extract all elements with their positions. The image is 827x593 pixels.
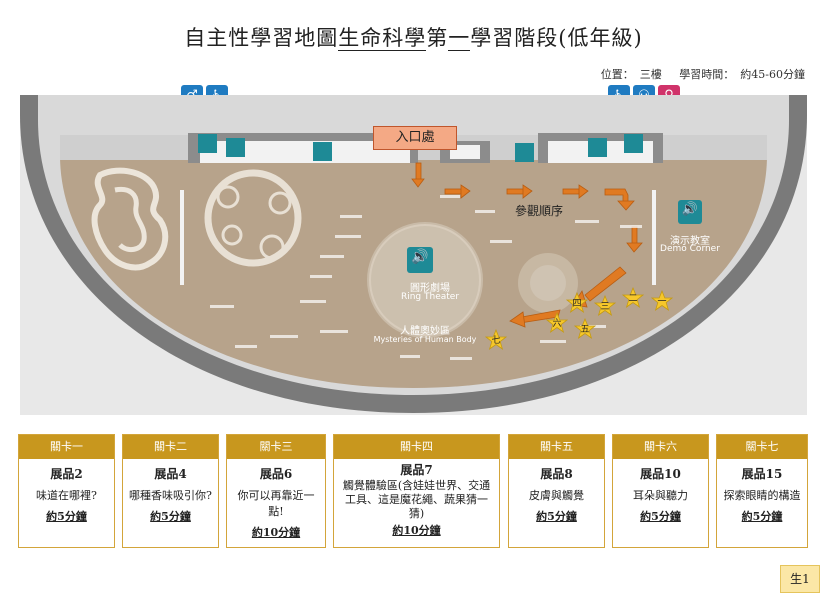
speaker-icon-theater: 🔊 [411, 249, 429, 265]
stop-label-7: 七 [491, 336, 501, 346]
ring-theater-label-en: Ring Theater [400, 292, 460, 302]
card-desc: 觸覺體驗區(含娃娃世界、交通工具、這是魔花繩、蔬果猜一猜) [342, 479, 491, 520]
stop-label-3: 三 [600, 302, 610, 312]
card-desc: 皮膚與觸覺 [529, 489, 584, 502]
card-desc: 哪種香味吸引你? [129, 489, 212, 502]
time-label: 學習時間： [679, 68, 735, 81]
card-header: 關卡二 [123, 435, 218, 459]
card-time: 約5分鐘 [150, 510, 191, 523]
meta-info: 位置： 三樓 學習時間： 約45-60分鐘 [595, 66, 805, 82]
stop-label-4: 四 [572, 299, 582, 309]
stop-star-3: 三 [594, 295, 616, 317]
location-value: 三樓 [639, 68, 662, 81]
speaker-icon-demo: 🔊 [681, 202, 699, 217]
card-time: 約5分鐘 [46, 510, 87, 523]
stop-label-2: 二 [628, 294, 638, 304]
card-time: 約10分鐘 [251, 526, 301, 539]
card-header: 關卡四 [334, 435, 499, 459]
card-exhibit: 展品15 [741, 467, 783, 481]
card-5: 關卡五 展品8 皮膚與觸覺 約5分鐘 [508, 434, 605, 548]
card-time: 約10分鐘 [392, 524, 441, 537]
location-label: 位置： [600, 68, 634, 81]
card-time: 約5分鐘 [536, 510, 577, 523]
entrance-label: 入口處 [373, 126, 457, 150]
card-exhibit: 展品10 [640, 467, 681, 481]
card-desc: 你可以再靠近一點! [237, 489, 315, 518]
card-4: 關卡四 展品7 觸覺體驗區(含娃娃世界、交通工具、這是魔花繩、蔬果猜一猜) 約1… [333, 434, 500, 548]
card-header: 關卡五 [509, 435, 604, 459]
title-middle: 第 [426, 26, 449, 50]
stop-star-5: 五 [574, 318, 596, 340]
stop-star-7: 七 [485, 329, 507, 351]
card-header: 關卡一 [19, 435, 114, 459]
card-exhibit: 展品6 [259, 467, 293, 481]
card-header: 關卡七 [717, 435, 807, 459]
card-desc: 味道在哪裡? [36, 489, 97, 502]
mysteries-label-zh: 人體奧妙區 [400, 326, 450, 337]
card-2: 關卡二 展品4 哪種香味吸引你? 約5分鐘 [122, 434, 219, 548]
card-exhibit: 展品4 [154, 467, 187, 481]
stop-label-6: 六 [552, 319, 562, 329]
stop-label-1: 一 [657, 297, 667, 307]
mysteries-label-en: Mysteries of Human Body [373, 335, 477, 344]
page-tag: 生1 [780, 565, 820, 593]
page-title: 自主性學習地圖生命科學第一學習階段(低年級) [0, 22, 827, 52]
stop-star-1: 一 [651, 290, 673, 312]
stop-label-5: 五 [580, 325, 590, 335]
elevator-icon-left [198, 134, 217, 153]
demo-corner-label-zh: 演示教室 [670, 236, 710, 247]
stop-star-2: 二 [622, 287, 644, 309]
card-desc: 耳朵與聽力 [633, 489, 688, 502]
card-3: 關卡三 展品6 你可以再靠近一點! 約10分鐘 [226, 434, 326, 548]
title-prefix: 自主性學習地圖 [184, 26, 339, 50]
title-number: 一 [448, 26, 471, 51]
card-desc: 探索眼睛的構造 [723, 489, 801, 502]
checkpoint-cards: 關卡一 展品2 味道在哪裡? 約5分鐘 關卡二 展品4 哪種香味吸引你? 約5分… [18, 434, 808, 549]
stop-star-4: 四 [566, 292, 588, 314]
card-1: 關卡一 展品2 味道在哪裡? 約5分鐘 [18, 434, 115, 548]
ring-theater-label-zh: 圓形劇場 [410, 283, 450, 294]
card-exhibit: 展品2 [50, 467, 83, 481]
title-subject: 生命科學 [338, 26, 427, 51]
card-header: 關卡六 [613, 435, 708, 459]
card-6: 關卡六 展品10 耳朵與聽力 約5分鐘 [612, 434, 709, 548]
card-exhibit: 展品7 [400, 463, 433, 477]
time-value: 約45-60分鐘 [740, 68, 805, 81]
card-header: 關卡三 [227, 435, 325, 459]
stop-star-6: 六 [546, 312, 568, 334]
title-suffix: 學習階段(低年級) [470, 26, 643, 50]
visit-order-label: 參觀順序 [515, 204, 564, 218]
demo-corner-label-en: Demo Corner [660, 244, 720, 254]
card-exhibit: 展品8 [540, 467, 573, 481]
card-time: 約5分鐘 [741, 510, 783, 523]
card-7: 關卡七 展品15 探索眼睛的構造 約5分鐘 [716, 434, 808, 548]
card-time: 約5分鐘 [640, 510, 681, 523]
